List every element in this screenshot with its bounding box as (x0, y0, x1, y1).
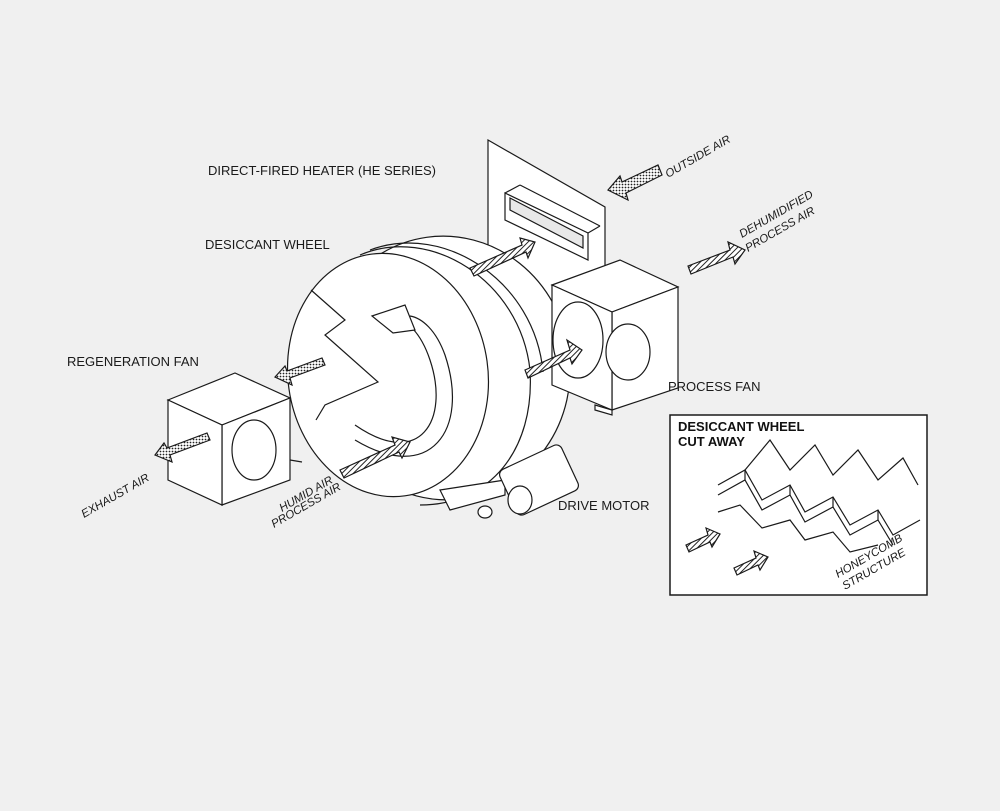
wheel-to-regen-arrow (274, 357, 326, 387)
exhaust-air-arrow (154, 432, 211, 464)
process-fan-label: PROCESS FAN (668, 379, 760, 394)
heater-to-wheel-arrow (469, 237, 536, 277)
drive-motor-label: DRIVE MOTOR (558, 498, 650, 513)
regen-fan-label: REGENERATION FAN (67, 354, 199, 369)
drive-motor (439, 444, 580, 519)
wheel-to-process-fan-arrow (524, 338, 583, 379)
regeneration-fan (166, 372, 303, 506)
cutaway-inset-frame (669, 414, 928, 596)
humid-process-air-arrow (339, 436, 411, 479)
wheel-label: DESICCANT WHEEL (205, 237, 330, 252)
honeycomb-structure (717, 438, 921, 553)
inset-airflow-arrow-upper (685, 526, 721, 553)
outside-air-arrow (607, 164, 663, 202)
dehumidified-air-arrow (687, 240, 746, 275)
inset-title-line2: CUT AWAY (678, 434, 745, 449)
heater-label: DIRECT-FIRED HEATER (HE SERIES) (208, 163, 436, 178)
cutaway-inset: DESICCANT WHEEL CUT AWAY HONEYCOMB STRUC… (669, 414, 928, 596)
outside-air-label: OUTSIDE AIR (664, 134, 733, 181)
inset-title-line1: DESICCANT WHEEL (678, 419, 804, 434)
process-fan (550, 259, 680, 416)
inset-airflow-arrow-lower (733, 549, 769, 576)
exhaust-air-label: EXHAUST AIR (80, 472, 152, 521)
